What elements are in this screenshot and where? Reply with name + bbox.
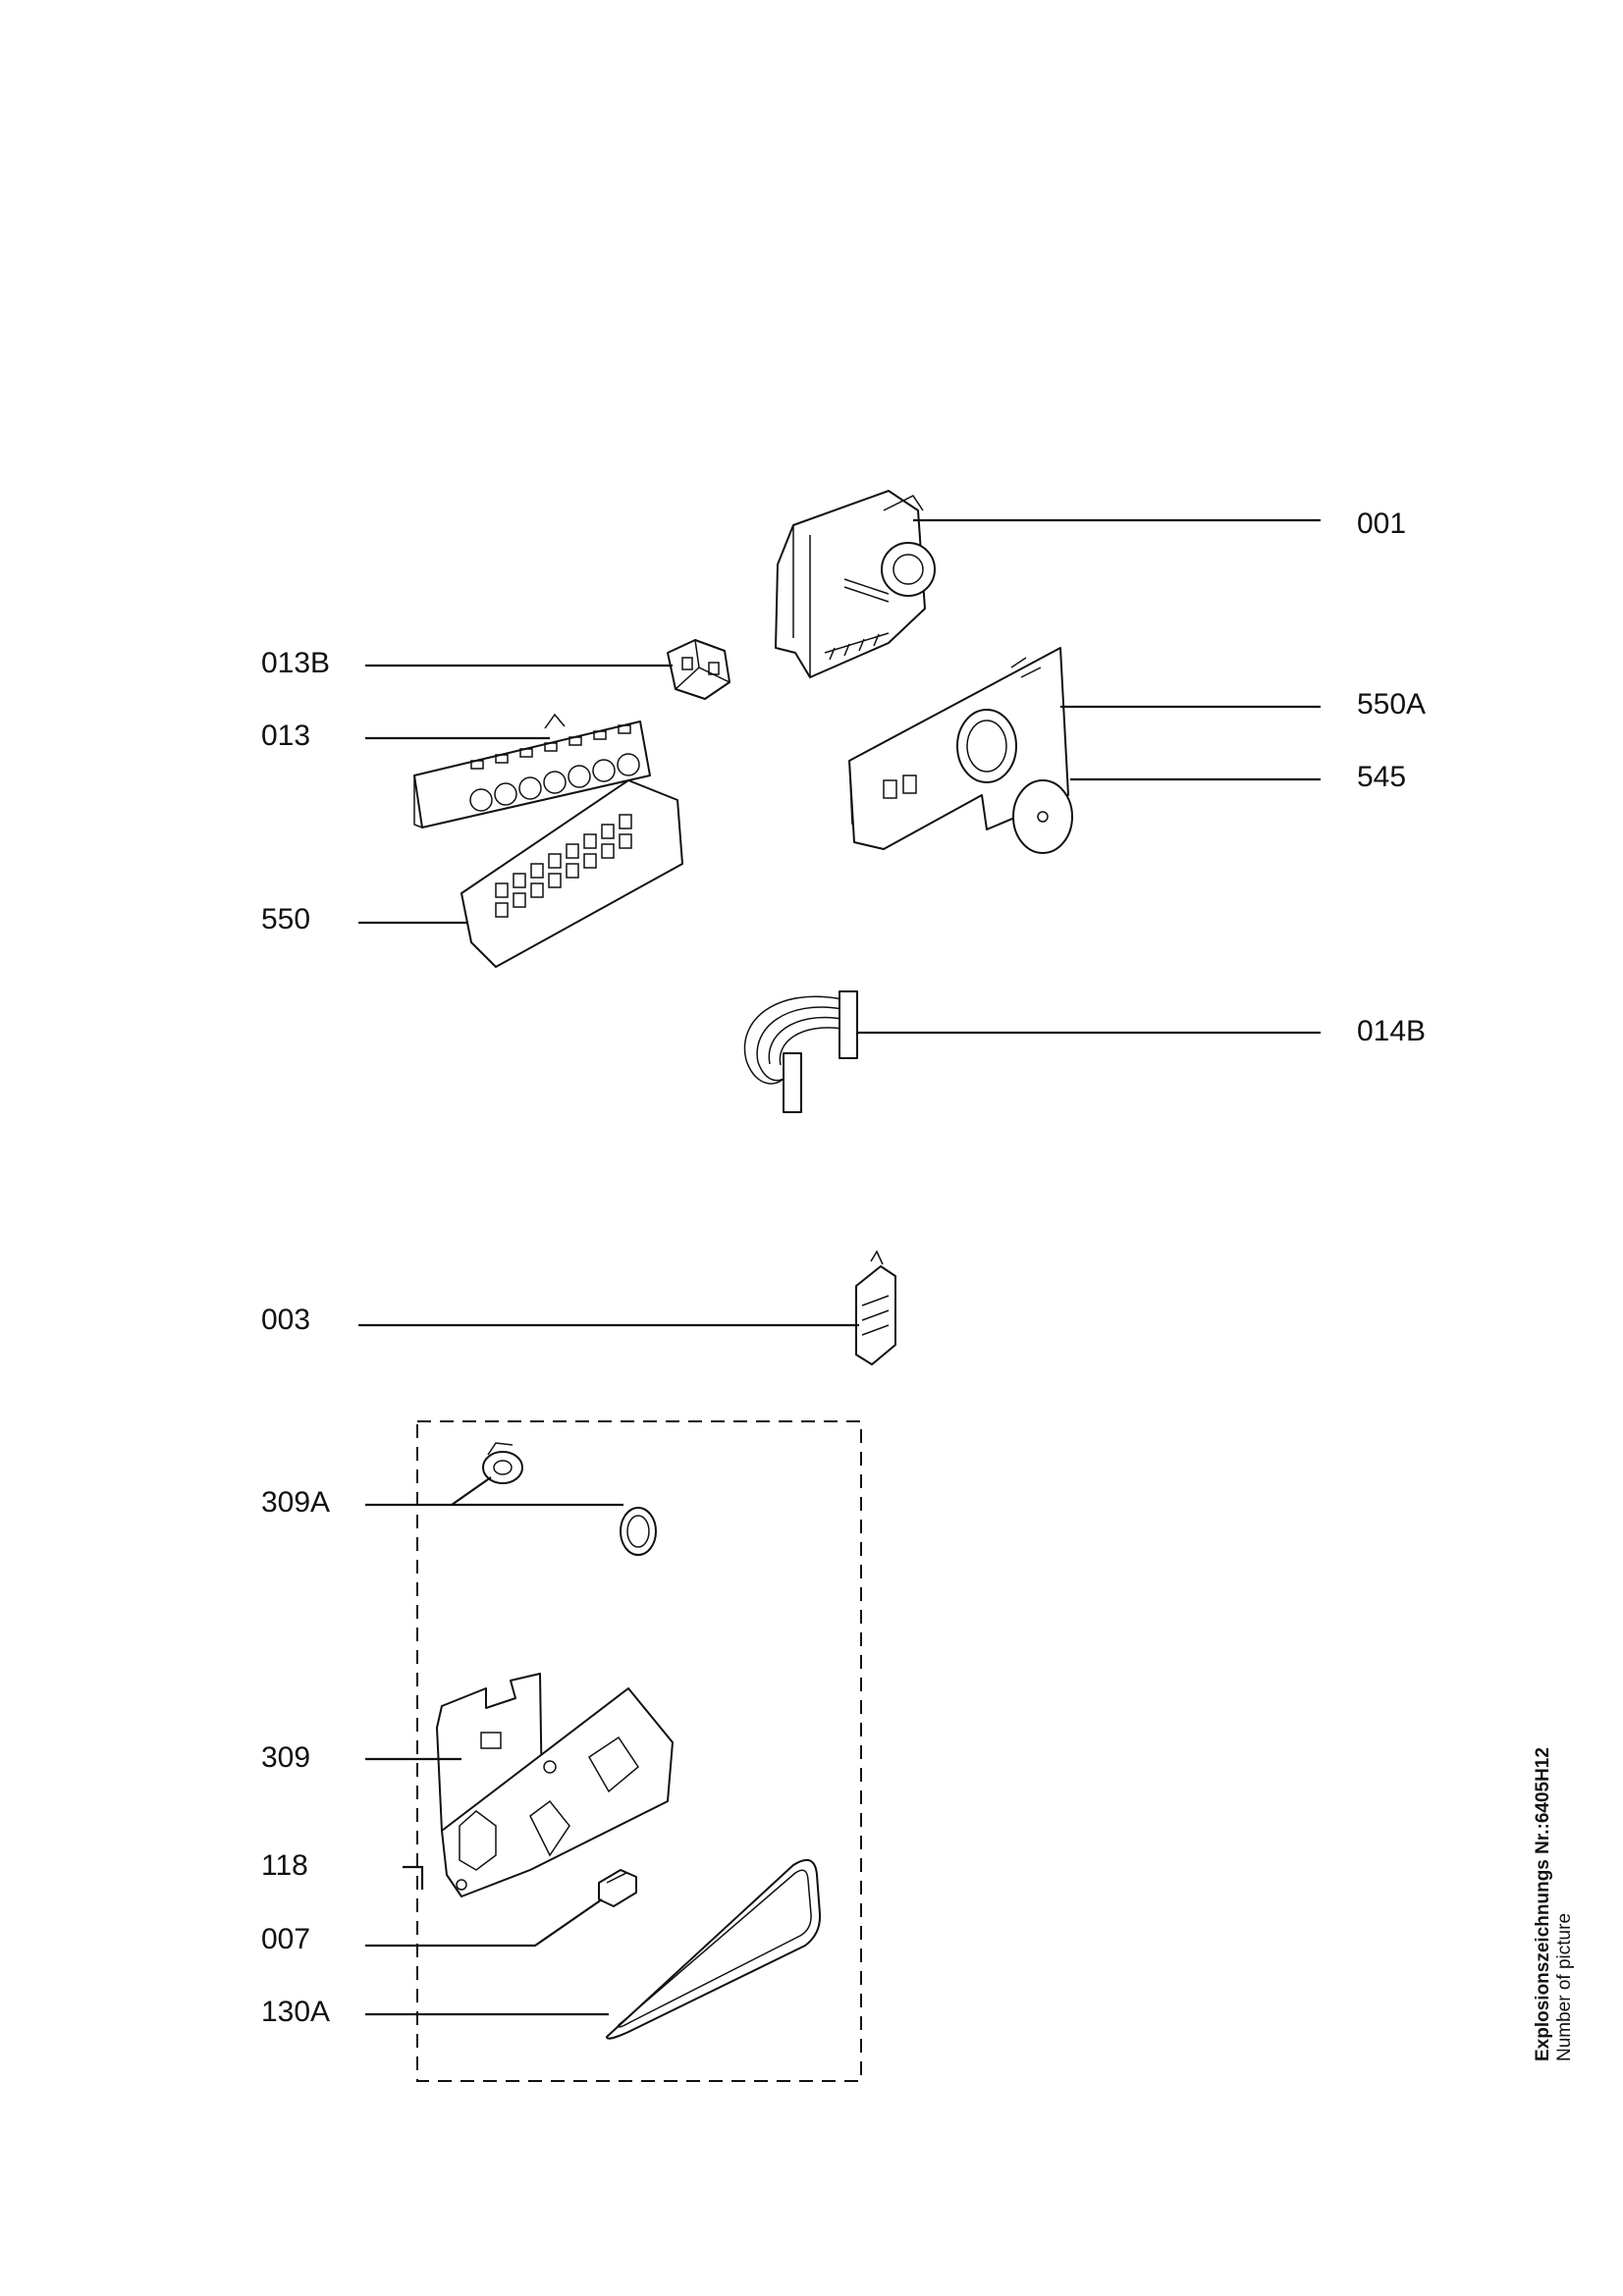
leader-118 (403, 1865, 424, 1890)
leader-007 (365, 1898, 603, 1948)
label-007: 007 (261, 1923, 310, 1955)
label-309A: 309A (261, 1486, 330, 1519)
label-013: 013 (261, 720, 310, 752)
label-130A: 130A (261, 1996, 330, 2028)
part-550A-control-panel (848, 647, 1069, 850)
part-545-knob-disc (1012, 779, 1073, 854)
part-014B-wire-harness (743, 990, 858, 1113)
label-118: 118 (261, 1849, 308, 1882)
part-130A-gasket (606, 1858, 822, 2040)
label-550: 550 (261, 903, 310, 935)
part-013B-switch (667, 639, 730, 700)
label-545: 545 (1357, 761, 1406, 793)
part-309A-plunger-ring (482, 1442, 657, 1556)
drawing-number: Explosionszeichnungs Nr.:6405H12 (1533, 1747, 1553, 2061)
side-caption: Explosionszeichnungs Nr.:6405H12 Number … (1533, 1747, 1575, 2061)
part-309-door-lock (436, 1673, 674, 1897)
part-001-timer (775, 490, 936, 678)
label-003: 003 (261, 1304, 310, 1336)
label-550A: 550A (1357, 688, 1426, 721)
assembly-frame (416, 1420, 862, 2082)
label-013B: 013B (261, 647, 330, 679)
part-550-display-panel (460, 779, 683, 968)
leader-309A (365, 1476, 623, 1507)
part-007-clip (598, 1869, 637, 1907)
part-003-door-switch (855, 1250, 896, 1365)
part-013-button-block (413, 713, 651, 828)
drawing-number-translation: Number of picture (1554, 1913, 1575, 2061)
label-014B: 014B (1357, 1015, 1426, 1047)
label-001: 001 (1357, 507, 1406, 540)
label-309: 309 (261, 1741, 310, 1774)
